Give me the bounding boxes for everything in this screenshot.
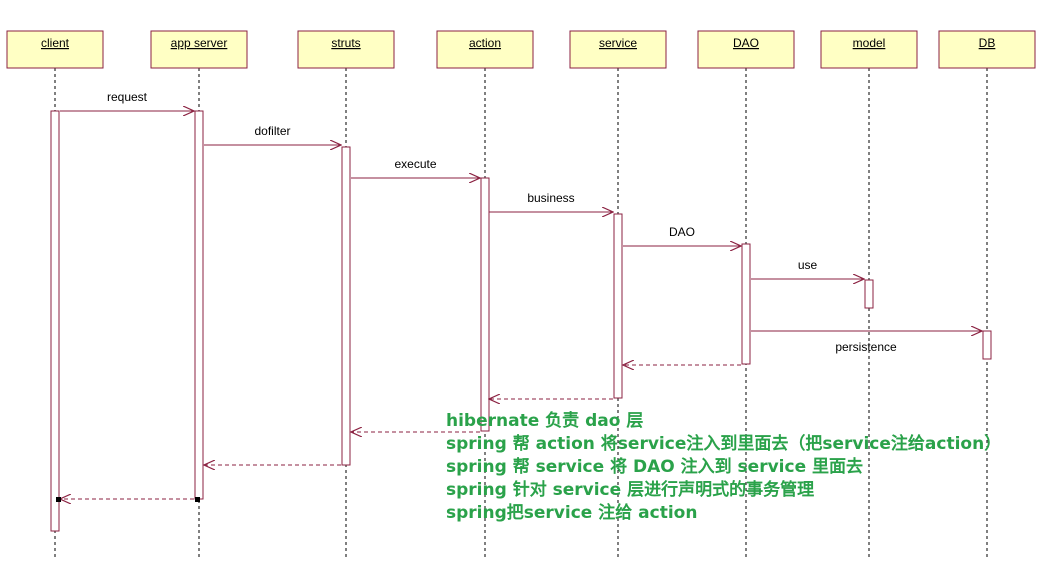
activation-bar-model <box>864 279 874 309</box>
message-label-business: business <box>527 191 574 205</box>
note-line: spring 帮 action 将service注入到里面去（把service注… <box>446 433 1001 454</box>
message-label-execute: execute <box>394 157 436 171</box>
participant-box-appserver <box>150 30 248 69</box>
participant-box-service <box>569 30 667 69</box>
activation-bar-service <box>613 213 623 399</box>
participant-label-client: client <box>41 36 70 50</box>
note-line: spring 针对 service 层进行声明式的事务管理 <box>446 479 814 500</box>
return-end-marker <box>56 497 61 502</box>
participant-box-dao <box>697 30 795 69</box>
activation-bar-struts <box>341 146 351 466</box>
participant-box-client <box>6 30 104 69</box>
participant-box-model <box>820 30 918 69</box>
note-line: spring把service 注给 action <box>446 502 697 523</box>
message-label-dao: DAO <box>669 225 695 239</box>
activation-bar-dao <box>741 243 751 365</box>
participant-label-db: DB <box>979 36 996 50</box>
activation-bar-action <box>480 177 490 432</box>
activation-bar-client <box>50 110 60 532</box>
participant-label-struts: struts <box>331 36 360 50</box>
participant-label-service: service <box>599 36 637 50</box>
message-label-dofilter: dofilter <box>254 124 290 138</box>
participant-label-appserver: app server <box>171 36 228 50</box>
participant-label-dao: DAO <box>733 36 759 50</box>
participant-box-action <box>436 30 534 69</box>
activation-bar-appserver <box>194 110 204 500</box>
message-label-persistence: persistence <box>835 340 897 354</box>
participant-label-model: model <box>853 36 886 50</box>
participant-box-struts <box>297 30 395 69</box>
message-label-request: request <box>107 90 148 104</box>
note-line: spring 帮 service 将 DAO 注入到 service 里面去 <box>446 456 863 477</box>
activation-bar-db <box>982 330 992 360</box>
message-label-use: use <box>798 258 818 272</box>
note-line: hibernate 负责 dao 层 <box>446 410 643 431</box>
participant-label-action: action <box>469 36 501 50</box>
participant-box-db <box>938 30 1036 69</box>
return-end-marker <box>195 497 200 502</box>
